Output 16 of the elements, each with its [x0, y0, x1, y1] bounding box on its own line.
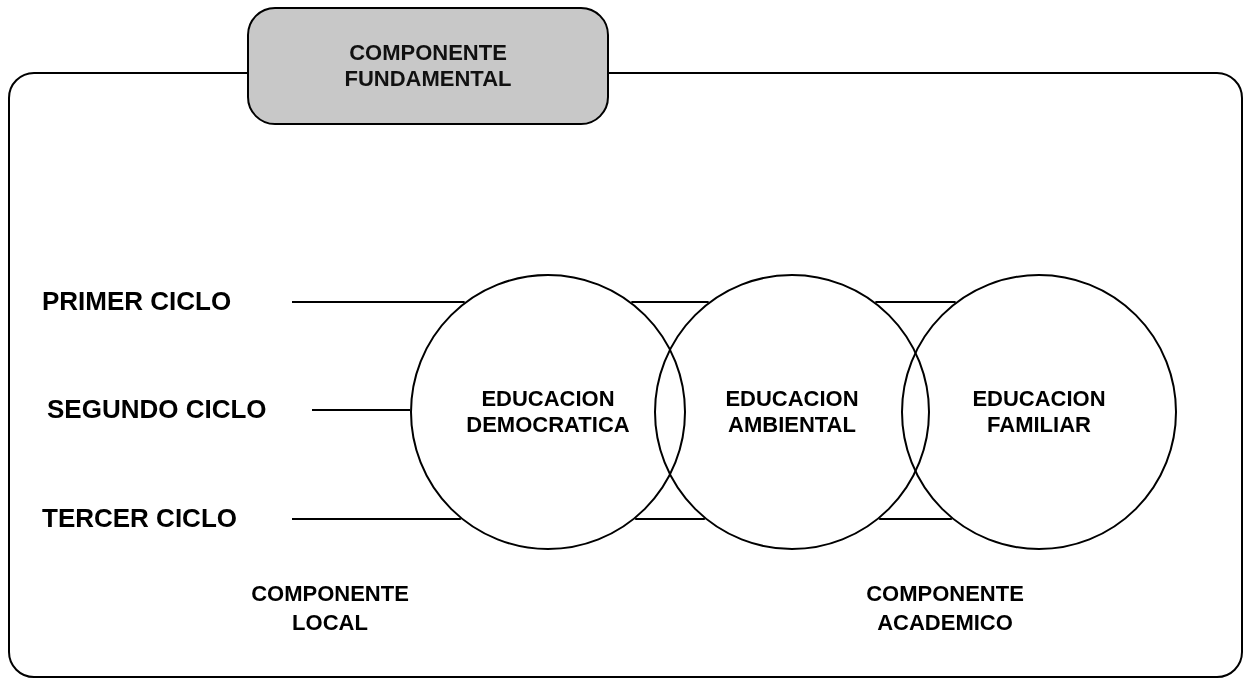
connector-line [311, 409, 411, 411]
connector-line [878, 518, 953, 520]
connector-line [634, 518, 706, 520]
cycle-label: TERCER CICLO [42, 503, 292, 534]
cycle-label: PRIMER CICLO [42, 286, 292, 317]
topic-circle: EDUCACION DEMOCRATICA [410, 274, 686, 550]
component-label: COMPONENTE LOCAL [250, 580, 410, 637]
topic-circle: EDUCACION FAMILIAR [901, 274, 1177, 550]
connector-line [874, 301, 957, 303]
component-label: COMPONENTE ACADEMICO [865, 580, 1025, 637]
topic-circle: EDUCACION AMBIENTAL [654, 274, 930, 550]
connector-line [291, 518, 462, 520]
cycle-label: SEGUNDO CICLO [47, 394, 312, 425]
connector-line [291, 301, 466, 303]
connector-line [630, 301, 710, 303]
heading-tab: COMPONENTE FUNDAMENTAL [247, 7, 609, 125]
